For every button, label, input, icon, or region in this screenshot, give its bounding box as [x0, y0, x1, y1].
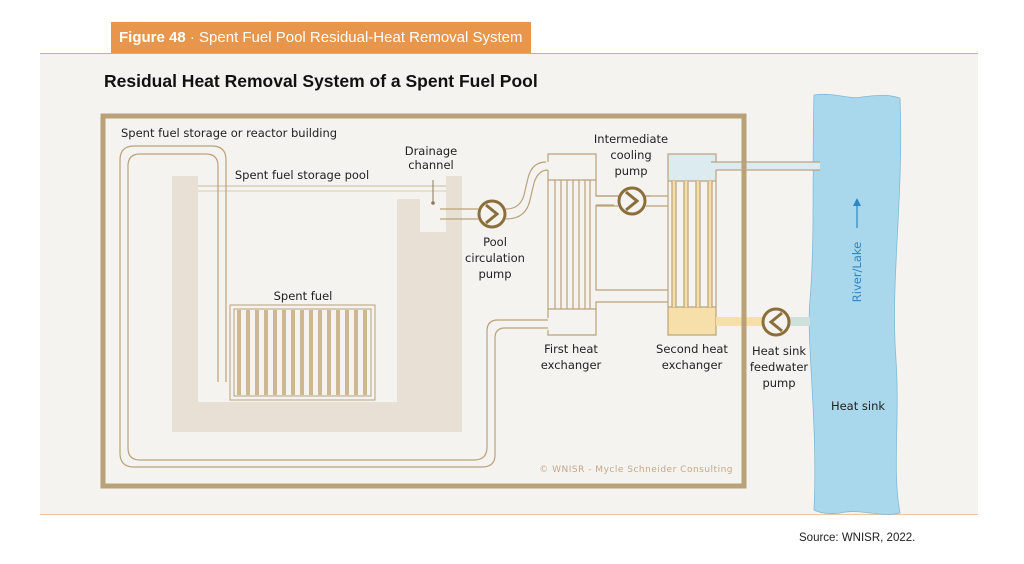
label-intermediate-pump-1: Intermediate	[594, 132, 668, 146]
pool-outlet-pipe	[440, 161, 549, 220]
figure-tab: Figure 48 · Spent Fuel Pool Residual-Hea…	[111, 22, 531, 53]
river-outflow-pipe	[711, 161, 820, 171]
label-river-lake: River/Lake	[850, 242, 864, 302]
drainage-dot	[431, 201, 435, 205]
copyright-notice: © WNISR - Mycle Schneider Consulting	[539, 465, 733, 475]
label-hx1-1: First heat	[544, 342, 598, 356]
label-hx1-2: exchanger	[541, 358, 602, 372]
feedwater-pipe	[716, 317, 810, 326]
label-pool-pump-1: Pool	[483, 235, 507, 249]
return-pipe	[119, 145, 548, 468]
label-sink-pump-2: feedwater	[750, 360, 809, 374]
label-sink-pump-1: Heat sink	[752, 344, 806, 358]
label-drainage-1: Drainage	[405, 144, 458, 158]
label-heat-sink: Heat sink	[831, 399, 885, 413]
pool-concrete	[172, 176, 462, 432]
river-flow-arrow	[853, 198, 861, 228]
label-intermediate-pump-3: pump	[614, 164, 647, 178]
source-note: Source: WNISR, 2022.	[799, 532, 916, 544]
heat-sink-feedwater-pump	[761, 307, 791, 337]
label-intermediate-pump-2: cooling	[610, 148, 651, 162]
figure-caption: Spent Fuel Pool Residual-Heat Removal Sy…	[199, 29, 523, 46]
label-pool: Spent fuel storage pool	[235, 168, 369, 182]
label-building: Spent fuel storage or reactor building	[121, 126, 337, 140]
label-hx2-1: Second heat	[656, 342, 728, 356]
label-drainage-2: channel	[408, 158, 454, 172]
figure-number: Figure 48	[119, 29, 186, 46]
label-sink-pump-3: pump	[762, 376, 795, 390]
diagram-title: Residual Heat Removal System of a Spent …	[104, 71, 538, 91]
second-heat-exchanger	[667, 153, 717, 336]
label-spent-fuel: Spent fuel	[274, 289, 333, 303]
pool-circulation-pump	[477, 199, 507, 229]
spent-fuel-rack	[229, 304, 376, 401]
label-pool-pump-3: pump	[478, 267, 511, 281]
figure-separator: ·	[185, 29, 200, 46]
first-heat-exchanger	[547, 153, 668, 336]
label-pool-pump-2: circulation	[465, 251, 525, 265]
intermediate-loop	[596, 195, 668, 207]
river-lake	[808, 93, 902, 515]
label-hx2-2: exchanger	[662, 358, 723, 372]
intermediate-cooling-pump	[617, 186, 647, 216]
